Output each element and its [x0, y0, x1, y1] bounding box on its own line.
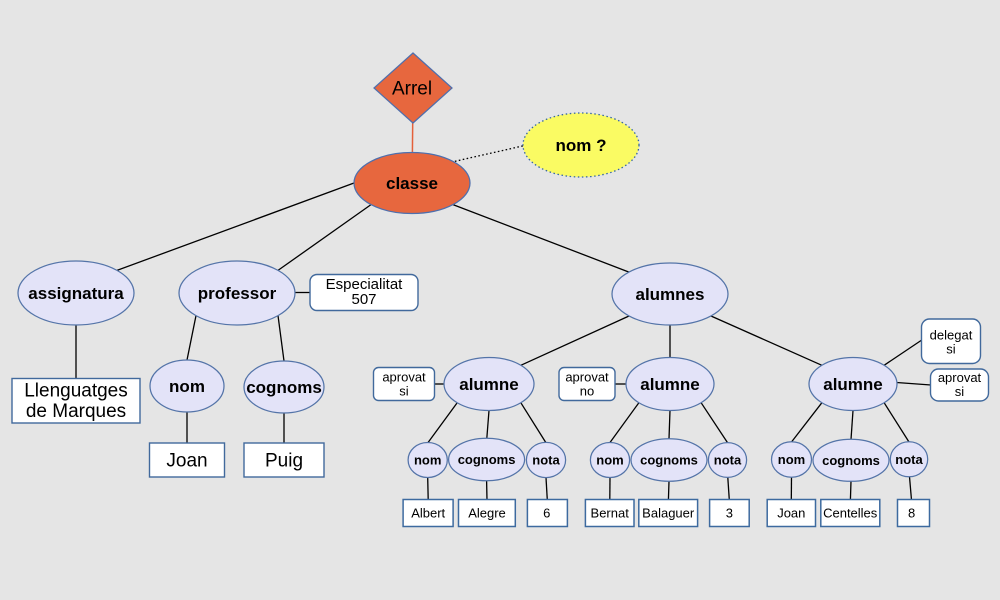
svg-text:alumne: alumne [640, 375, 700, 394]
svg-text:classe: classe [386, 174, 438, 193]
svg-text:delegat: delegat [930, 328, 973, 343]
svg-text:assignatura: assignatura [28, 284, 124, 303]
svg-text:3: 3 [726, 506, 733, 521]
svg-text:Centelles: Centelles [823, 506, 878, 521]
svg-text:nota: nota [714, 453, 742, 468]
svg-text:cognoms: cognoms [246, 378, 322, 397]
svg-text:alumne: alumne [459, 375, 519, 394]
svg-text:Puig: Puig [265, 451, 303, 472]
svg-text:no: no [580, 384, 594, 399]
svg-text:alumne: alumne [823, 375, 883, 394]
svg-text:nom: nom [414, 453, 441, 468]
svg-text:Alegre: Alegre [468, 506, 506, 521]
svg-text:nom: nom [169, 377, 205, 396]
svg-text:si: si [399, 384, 409, 399]
svg-text:Bernat: Bernat [591, 506, 630, 521]
svg-text:nota: nota [532, 453, 560, 468]
svg-text:6: 6 [543, 506, 550, 521]
svg-text:Albert: Albert [411, 506, 445, 521]
svg-text:Especialitat: Especialitat [326, 276, 404, 293]
svg-text:aprovat: aprovat [382, 370, 426, 385]
svg-text:Arrel: Arrel [392, 79, 432, 100]
svg-text:Llenguatges: Llenguatges [24, 381, 128, 402]
svg-text:aprovat: aprovat [565, 370, 609, 385]
svg-text:cognoms: cognoms [822, 453, 880, 468]
svg-text:cognoms: cognoms [458, 452, 516, 467]
svg-text:alumnes: alumnes [636, 285, 705, 304]
svg-text:cognoms: cognoms [640, 453, 698, 468]
svg-text:507: 507 [351, 291, 376, 308]
svg-text:si: si [955, 384, 965, 399]
svg-text:nom: nom [778, 452, 805, 467]
svg-text:nom ?: nom ? [556, 136, 607, 155]
svg-text:Balaguer: Balaguer [642, 506, 695, 521]
svg-text:Joan: Joan [166, 451, 207, 472]
svg-text:8: 8 [908, 506, 915, 521]
svg-text:si: si [946, 342, 956, 357]
svg-text:professor: professor [198, 284, 277, 303]
svg-text:nota: nota [895, 452, 923, 467]
svg-text:aprovat: aprovat [938, 370, 982, 385]
svg-text:Joan: Joan [777, 506, 805, 521]
svg-text:nom: nom [596, 453, 623, 468]
svg-text:de Marques: de Marques [26, 401, 126, 422]
